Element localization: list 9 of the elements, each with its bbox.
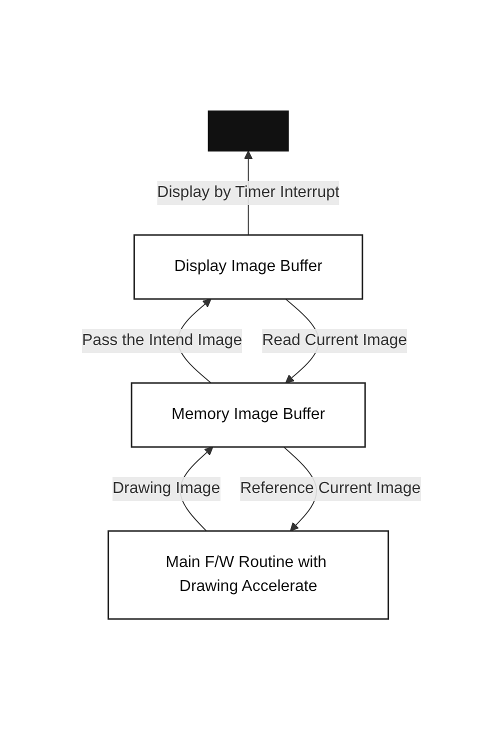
- node-box: Memory Image Buffer: [130, 382, 366, 448]
- node-box: Main F/W Routine with Drawing Accelerate: [107, 530, 389, 620]
- edge-label: Display by Timer Interrupt: [156, 184, 340, 201]
- edge-label: Drawing Image: [112, 480, 220, 497]
- node-box: Display Image Buffer: [133, 234, 363, 300]
- edge-label: Pass the Intend Image: [82, 332, 242, 349]
- edge-label: Reference Current Image: [240, 480, 420, 497]
- edge-label: Read Current Image: [262, 332, 407, 349]
- node-box: [208, 110, 288, 152]
